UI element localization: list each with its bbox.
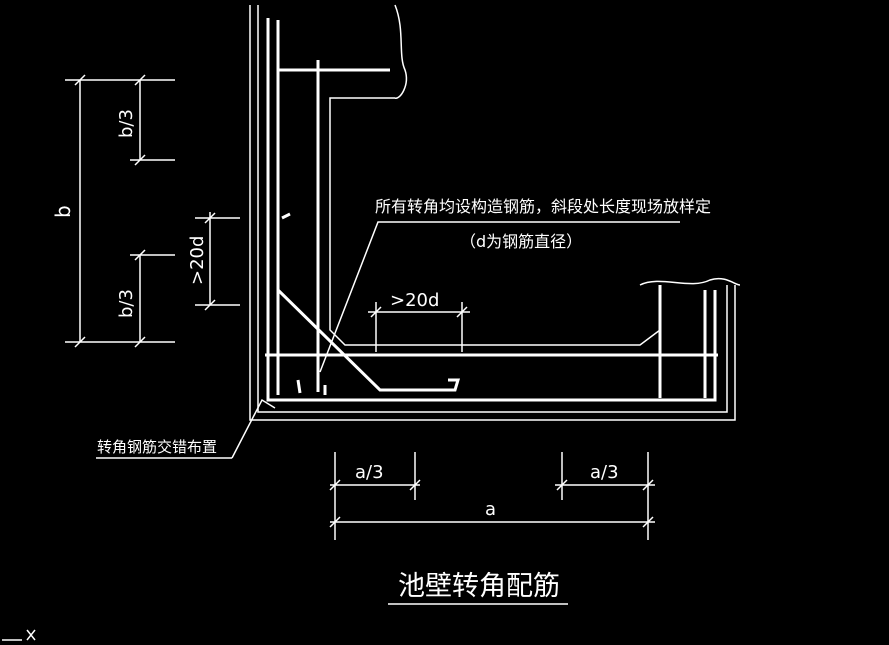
dim-ticks-lap [370,306,468,318]
dim-label-b3-bottom: b/3 [116,289,137,318]
leader-corner-note [231,398,276,459]
wall-outline [249,4,741,421]
outer-wall-edge [249,5,736,421]
rebar-outer [266,18,717,402]
dim-label-lap-vertical: >20d [187,236,208,285]
inner-wall-corner-edge [329,110,661,346]
ucs-icon [2,629,36,641]
drawing-title: 池壁转角配筋 [398,571,560,602]
leaders [96,221,680,459]
wall-break-top [394,4,407,99]
bar-hook [281,212,291,220]
outer-wall-edge-inner [257,5,728,413]
dim-label-lap-horizontal: >20d [390,290,439,311]
dim-label-a3-right: a/3 [590,462,619,483]
dim-label-a: a [485,499,496,520]
note-corner: 转角钢筋交错布置 [97,438,217,456]
note-main: 所有转角均设构造钢筋，斜段处长度现场放样定 [375,197,711,216]
inner-wall-top-step [329,97,395,110]
dim-label-a3-left: a/3 [355,462,384,483]
corner-diagonal-bar [276,220,461,392]
dim-bottom [329,452,655,540]
dim-label-b: b [51,205,75,218]
dim-label-b3-top: b/3 [116,109,137,138]
rebar-group [265,18,718,402]
bar-ticks [296,379,327,395]
dim-ticks-bottom [329,479,654,528]
dim-left [65,74,240,348]
leader-main-note [319,221,680,373]
note-sub: （d为钢筋直径） [460,232,582,251]
wall-break-right [639,277,741,286]
dim-lap-horizontal [368,302,470,352]
dim-ticks-left [74,74,216,348]
